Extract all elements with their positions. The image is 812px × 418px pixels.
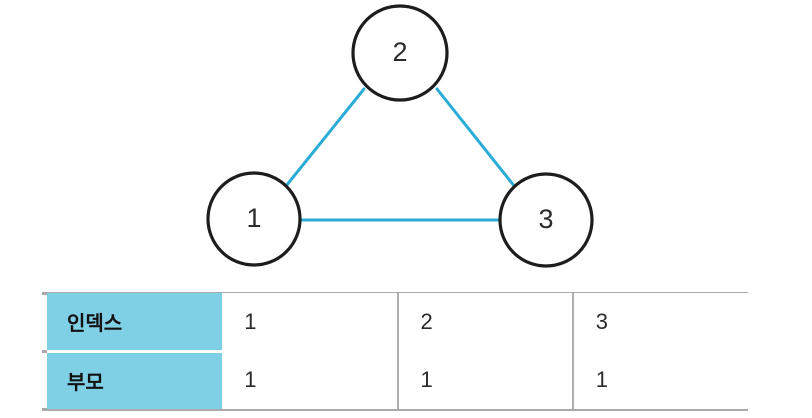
index-cell-3: 3	[571, 293, 748, 351]
parent-cell-3: 1	[571, 351, 748, 409]
index-cell-2: 2	[396, 293, 573, 351]
index-cell-1: 1	[222, 293, 398, 351]
node-label-3: 3	[538, 204, 554, 234]
table-rule-bottom	[42, 408, 748, 411]
graph-edges	[284, 87, 517, 222]
table-row-parent: 부모 1 1 1	[47, 349, 748, 409]
row-header-index: 인덱스	[47, 293, 223, 353]
parent-array-table: 인덱스 1 2 3 부모 1 1 1	[47, 293, 748, 409]
parent-cell-1: 1	[222, 351, 398, 409]
node-label-1: 1	[246, 203, 262, 233]
graph-diagram: 1 2 3	[206, 4, 594, 268]
node-circle-1	[206, 171, 302, 267]
table-row-index: 인덱스 1 2 3	[47, 293, 748, 353]
node-circle-3	[498, 172, 594, 268]
parent-cell-2: 1	[396, 351, 573, 409]
row-header-parent: 부모	[47, 349, 223, 409]
edge-1-2	[284, 87, 366, 188]
graph-nodes	[206, 4, 594, 268]
node-circle-2	[351, 4, 449, 102]
edge-2-3	[435, 87, 517, 189]
graph-canvas	[206, 4, 594, 268]
node-label-2: 2	[392, 37, 408, 67]
